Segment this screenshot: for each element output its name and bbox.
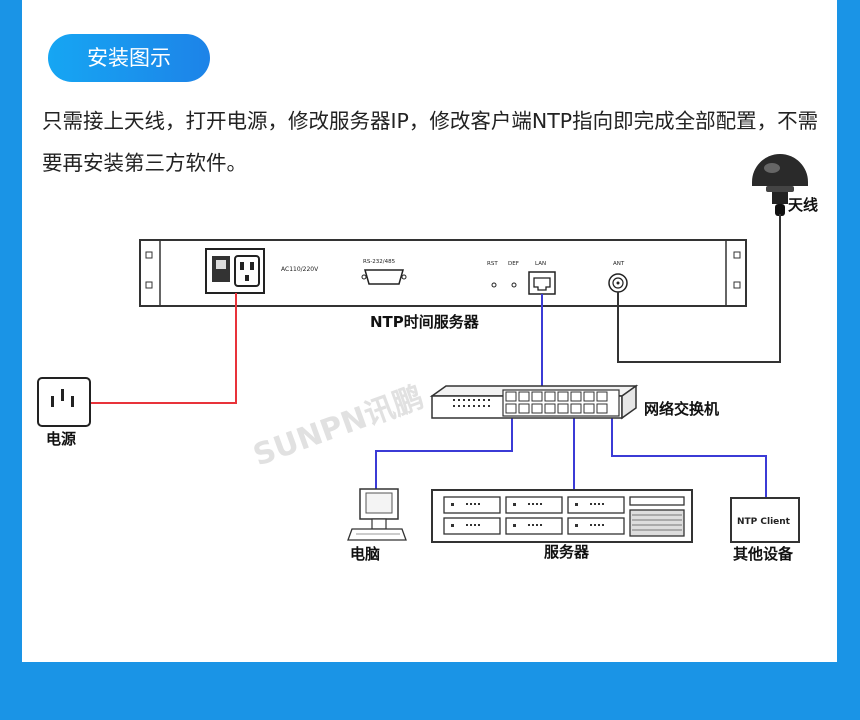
switch-label: 网络交换机 [644, 400, 719, 418]
pc-icon [347, 488, 407, 541]
content-card [22, 0, 837, 662]
antenna-label: 天线 [788, 196, 818, 214]
ntp-client-device-icon [730, 497, 800, 543]
server-rack-icon [431, 489, 693, 543]
lan-label: LAN [535, 261, 546, 267]
def-button [511, 282, 517, 288]
other-device-cable [611, 414, 767, 498]
power-outlet-icon [37, 377, 91, 427]
intro-text: 只需接上天线，打开电源，修改服务器IP，修改客户端NTP指向即完成全部配置，不需… [42, 109, 819, 175]
other-devices-label: 其他设备 [733, 545, 794, 563]
antenna-icon [752, 154, 808, 216]
watermark: SUNPN讯鹏 [249, 380, 428, 474]
power-cable [91, 293, 237, 404]
ntp-server-label: NTP时间服务器 [370, 313, 480, 331]
pc-label: 电脑 [350, 545, 380, 563]
pc-cable [375, 414, 513, 489]
power-label: 电源 [46, 430, 76, 448]
serial-port-label: RS-232/485 [363, 259, 396, 265]
section-title-badge: 安装图示 [48, 34, 210, 82]
ntp-client-label: NTP Client [737, 517, 791, 527]
network-switch-icon [429, 384, 639, 420]
antenna-cable [617, 214, 781, 363]
power-spec-label: AC110/220V [281, 266, 319, 273]
serial-port-icon [361, 269, 407, 285]
def-label: DEF [508, 261, 519, 267]
servers-label: 服务器 [544, 543, 590, 561]
rst-label: RST [487, 261, 498, 267]
power-inlet-icon [205, 248, 265, 294]
rst-button [491, 282, 497, 288]
ntp-server-panel [139, 239, 747, 307]
ant-label: ANT [613, 261, 625, 267]
